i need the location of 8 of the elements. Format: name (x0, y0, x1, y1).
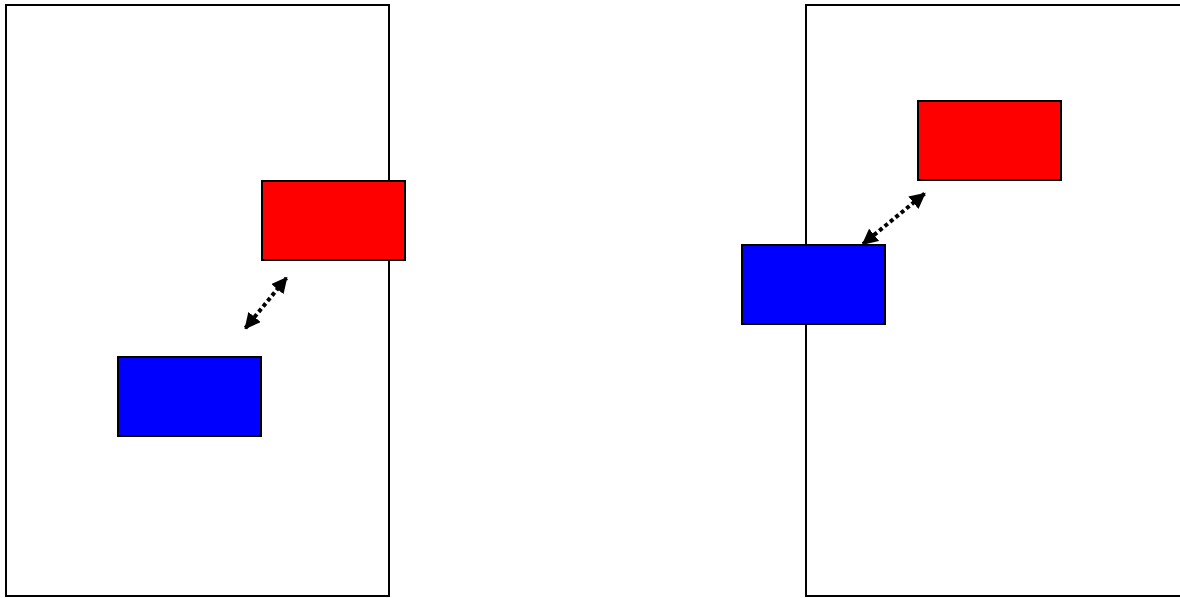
frame-panel (805, 4, 1180, 597)
rectangle (917, 100, 1062, 181)
rectangle (261, 180, 406, 261)
rectangle (741, 244, 886, 325)
frame-panel (5, 4, 390, 597)
double-arrow (243, 276, 288, 330)
rectangle (117, 356, 262, 437)
double-arrow (861, 192, 926, 246)
